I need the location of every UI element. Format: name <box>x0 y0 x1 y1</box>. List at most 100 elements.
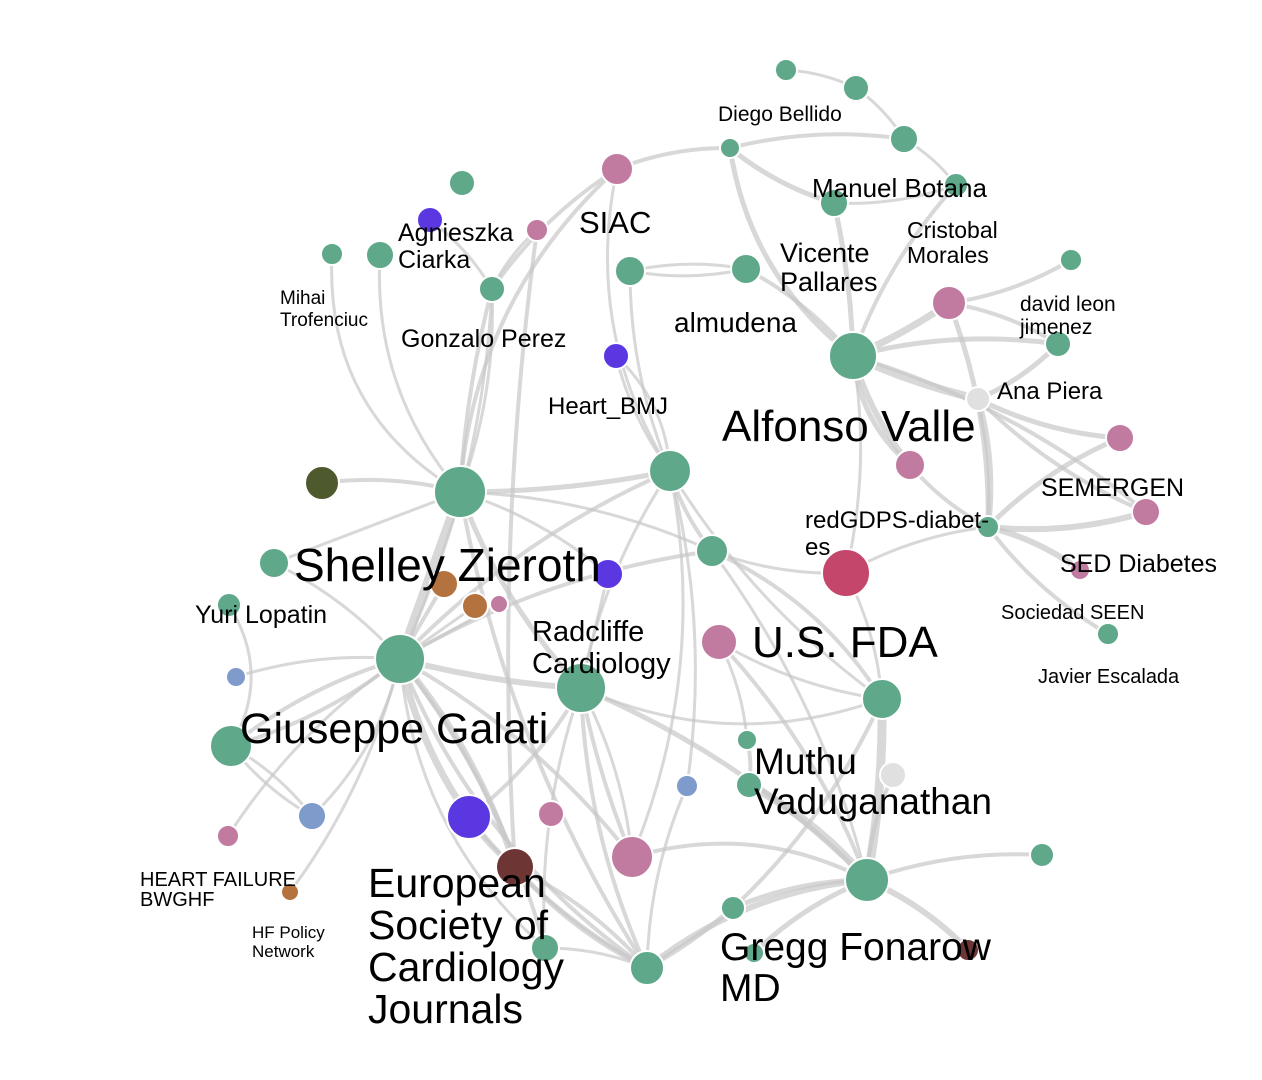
label-siac[interactable]: SIAC <box>579 205 651 240</box>
graph-node[interactable] <box>600 152 634 186</box>
graph-node[interactable] <box>225 666 247 688</box>
graph-node[interactable] <box>943 172 969 198</box>
graph-node[interactable] <box>304 465 340 501</box>
graph-node[interactable] <box>280 882 300 902</box>
graph-node[interactable] <box>735 771 763 799</box>
graph-node[interactable] <box>209 724 253 768</box>
graph-edge <box>458 491 649 970</box>
label-javier-escalada[interactable]: Javier Escalada <box>1038 666 1180 688</box>
graph-node[interactable] <box>530 933 560 963</box>
graph-node[interactable] <box>429 569 459 599</box>
graph-node[interactable] <box>592 558 624 590</box>
graph-node[interactable] <box>1044 330 1072 358</box>
graph-node[interactable] <box>879 761 907 789</box>
graph-node[interactable] <box>976 515 1000 539</box>
graph-node[interactable] <box>448 169 476 197</box>
graph-node[interactable] <box>629 950 665 986</box>
graph-node[interactable] <box>610 835 654 879</box>
graph-node[interactable] <box>1059 248 1083 272</box>
graph-node[interactable] <box>828 331 878 381</box>
graph-node[interactable] <box>819 188 849 218</box>
graph-node[interactable] <box>700 623 738 661</box>
label-gonzalo-perez[interactable]: Gonzalo Perez <box>401 325 566 353</box>
label-sociedad-seen[interactable]: Sociedad SEEN <box>1001 602 1144 624</box>
graph-node[interactable] <box>216 824 240 848</box>
graph-node[interactable] <box>695 534 729 568</box>
graph-node[interactable] <box>416 206 444 234</box>
graph-node[interactable] <box>956 938 980 962</box>
graph-node[interactable] <box>743 942 765 964</box>
graph-edge <box>398 469 672 661</box>
graph-node[interactable] <box>537 800 565 828</box>
graph-node[interactable] <box>1069 559 1091 581</box>
graph-node[interactable] <box>495 847 535 887</box>
graph-edge <box>459 468 672 495</box>
label-line: Society of <box>368 902 549 948</box>
graph-node[interactable] <box>844 857 890 903</box>
graph-edge <box>852 354 1148 514</box>
graph-node[interactable] <box>861 678 903 720</box>
graph-node[interactable] <box>648 449 692 493</box>
graph-node[interactable] <box>374 633 426 685</box>
graph-edge <box>852 336 1060 359</box>
label-giuseppe-galati[interactable]: Giuseppe Galati <box>240 705 548 753</box>
label-line: Vaduganathan <box>754 781 992 822</box>
label-yuri-lopatin[interactable]: Yuri Lopatin <box>195 601 327 629</box>
graph-edge <box>628 262 747 274</box>
graph-node[interactable] <box>842 74 870 102</box>
graph-node[interactable] <box>525 218 549 242</box>
graph-node[interactable] <box>433 465 487 519</box>
graph-node[interactable] <box>602 342 630 370</box>
graph-node[interactable] <box>320 242 344 266</box>
graph-node[interactable] <box>216 592 242 618</box>
graph-node[interactable] <box>614 255 646 287</box>
label-shelley-zieroth[interactable]: Shelley Zieroth <box>294 539 601 591</box>
graph-node[interactable] <box>736 729 758 751</box>
graph-node[interactable] <box>1096 622 1120 646</box>
graph-node[interactable] <box>297 801 327 831</box>
graph-node[interactable] <box>889 124 919 154</box>
label-us-fda[interactable]: U.S. FDA <box>752 618 938 667</box>
label-redgdps[interactable]: redGDPS-diabet-es <box>805 507 989 561</box>
label-sed-diabetes[interactable]: SED Diabetes <box>1060 550 1217 578</box>
graph-node[interactable] <box>446 794 492 840</box>
graph-node[interactable] <box>478 275 506 303</box>
graph-node[interactable] <box>675 774 699 798</box>
graph-node[interactable] <box>555 662 607 714</box>
graph-node[interactable] <box>1105 423 1135 453</box>
graph-node[interactable] <box>719 137 741 159</box>
graph-node[interactable] <box>894 449 926 481</box>
label-alfonso-valle[interactable]: Alfonso Valle <box>722 402 976 451</box>
label-semergen[interactable]: SEMERGEN <box>1041 474 1184 502</box>
label-heart-bmj[interactable]: Heart_BMJ <box>548 393 668 420</box>
graph-node[interactable] <box>774 58 798 82</box>
graph-node[interactable] <box>489 594 509 614</box>
graph-node[interactable] <box>461 592 489 620</box>
graph-node[interactable] <box>931 285 967 321</box>
label-diego-bellido[interactable]: Diego Bellido <box>718 103 842 126</box>
graph-node[interactable] <box>258 547 290 579</box>
graph-node[interactable] <box>720 895 746 921</box>
label-almudena[interactable]: almudena <box>674 307 797 338</box>
graph-edge <box>667 469 697 787</box>
graph-node[interactable] <box>821 548 871 598</box>
label-manuel-botana[interactable]: Manuel Botana <box>812 173 987 203</box>
graph-node[interactable] <box>965 386 991 412</box>
graph-node[interactable] <box>365 240 395 270</box>
label-ana-piera[interactable]: Ana Piera <box>997 378 1103 405</box>
graph-node[interactable] <box>730 253 762 285</box>
graph-node[interactable] <box>1029 842 1055 868</box>
graph-node[interactable] <box>1131 497 1161 527</box>
graph-edge <box>615 145 731 171</box>
